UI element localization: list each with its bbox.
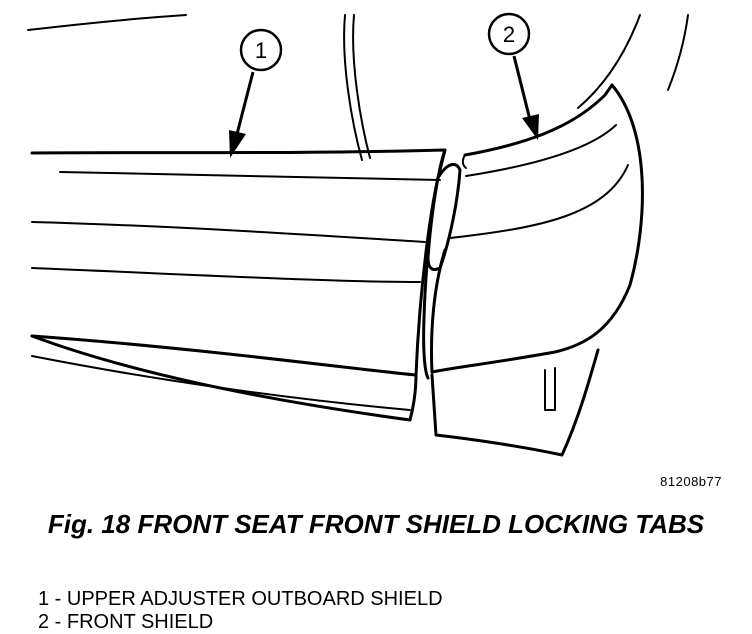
shield-2-groove xyxy=(465,124,617,177)
callout-2-leader xyxy=(512,55,532,121)
seat-side-contour xyxy=(577,14,641,109)
shield-1-groove-low xyxy=(31,267,421,283)
seat-contour-top xyxy=(27,14,187,31)
callout-2-number: 2 xyxy=(503,22,515,47)
technical-illustration: 1 2 xyxy=(27,12,689,457)
shield-2-slot xyxy=(544,367,556,411)
shield-2-lower-part xyxy=(430,348,600,457)
shield-1-groove-top xyxy=(59,171,441,181)
seat-back-edge xyxy=(343,14,363,161)
shield-2-curve xyxy=(449,164,629,239)
legend-item-2: 2 - FRONT SHIELD xyxy=(38,611,214,633)
callout-1: 1 xyxy=(229,28,283,158)
legend: 1 - UPPER ADJUSTER OUTBOARD SHIELD 2 - F… xyxy=(38,588,443,634)
callout-2: 2 xyxy=(487,12,539,140)
callout-1-circle xyxy=(239,28,283,72)
callout-1-leader xyxy=(234,71,255,139)
callout-1-arrowhead xyxy=(229,130,246,158)
seat-back-edge-inner xyxy=(352,14,371,159)
shield-1-groove-mid xyxy=(31,221,426,243)
figure-caption: Fig. 18 FRONT SEAT FRONT SHIELD LOCKING … xyxy=(47,509,705,539)
shield-2-outline xyxy=(430,83,644,374)
seat-side-contour-outer xyxy=(667,14,689,91)
shield-1-groove-bottom xyxy=(31,355,411,411)
figure-code: 81208b77 xyxy=(660,474,722,489)
legend-item-1: 1 - UPPER ADJUSTER OUTBOARD SHIELD xyxy=(38,588,443,610)
callout-2-arrowhead xyxy=(522,114,539,140)
callout-2-circle xyxy=(487,12,531,56)
shield-2-top-edge xyxy=(461,154,467,169)
shield-1-lower-lip xyxy=(30,334,418,422)
shield-1-outline xyxy=(30,148,447,377)
callout-1-number: 1 xyxy=(255,38,267,63)
